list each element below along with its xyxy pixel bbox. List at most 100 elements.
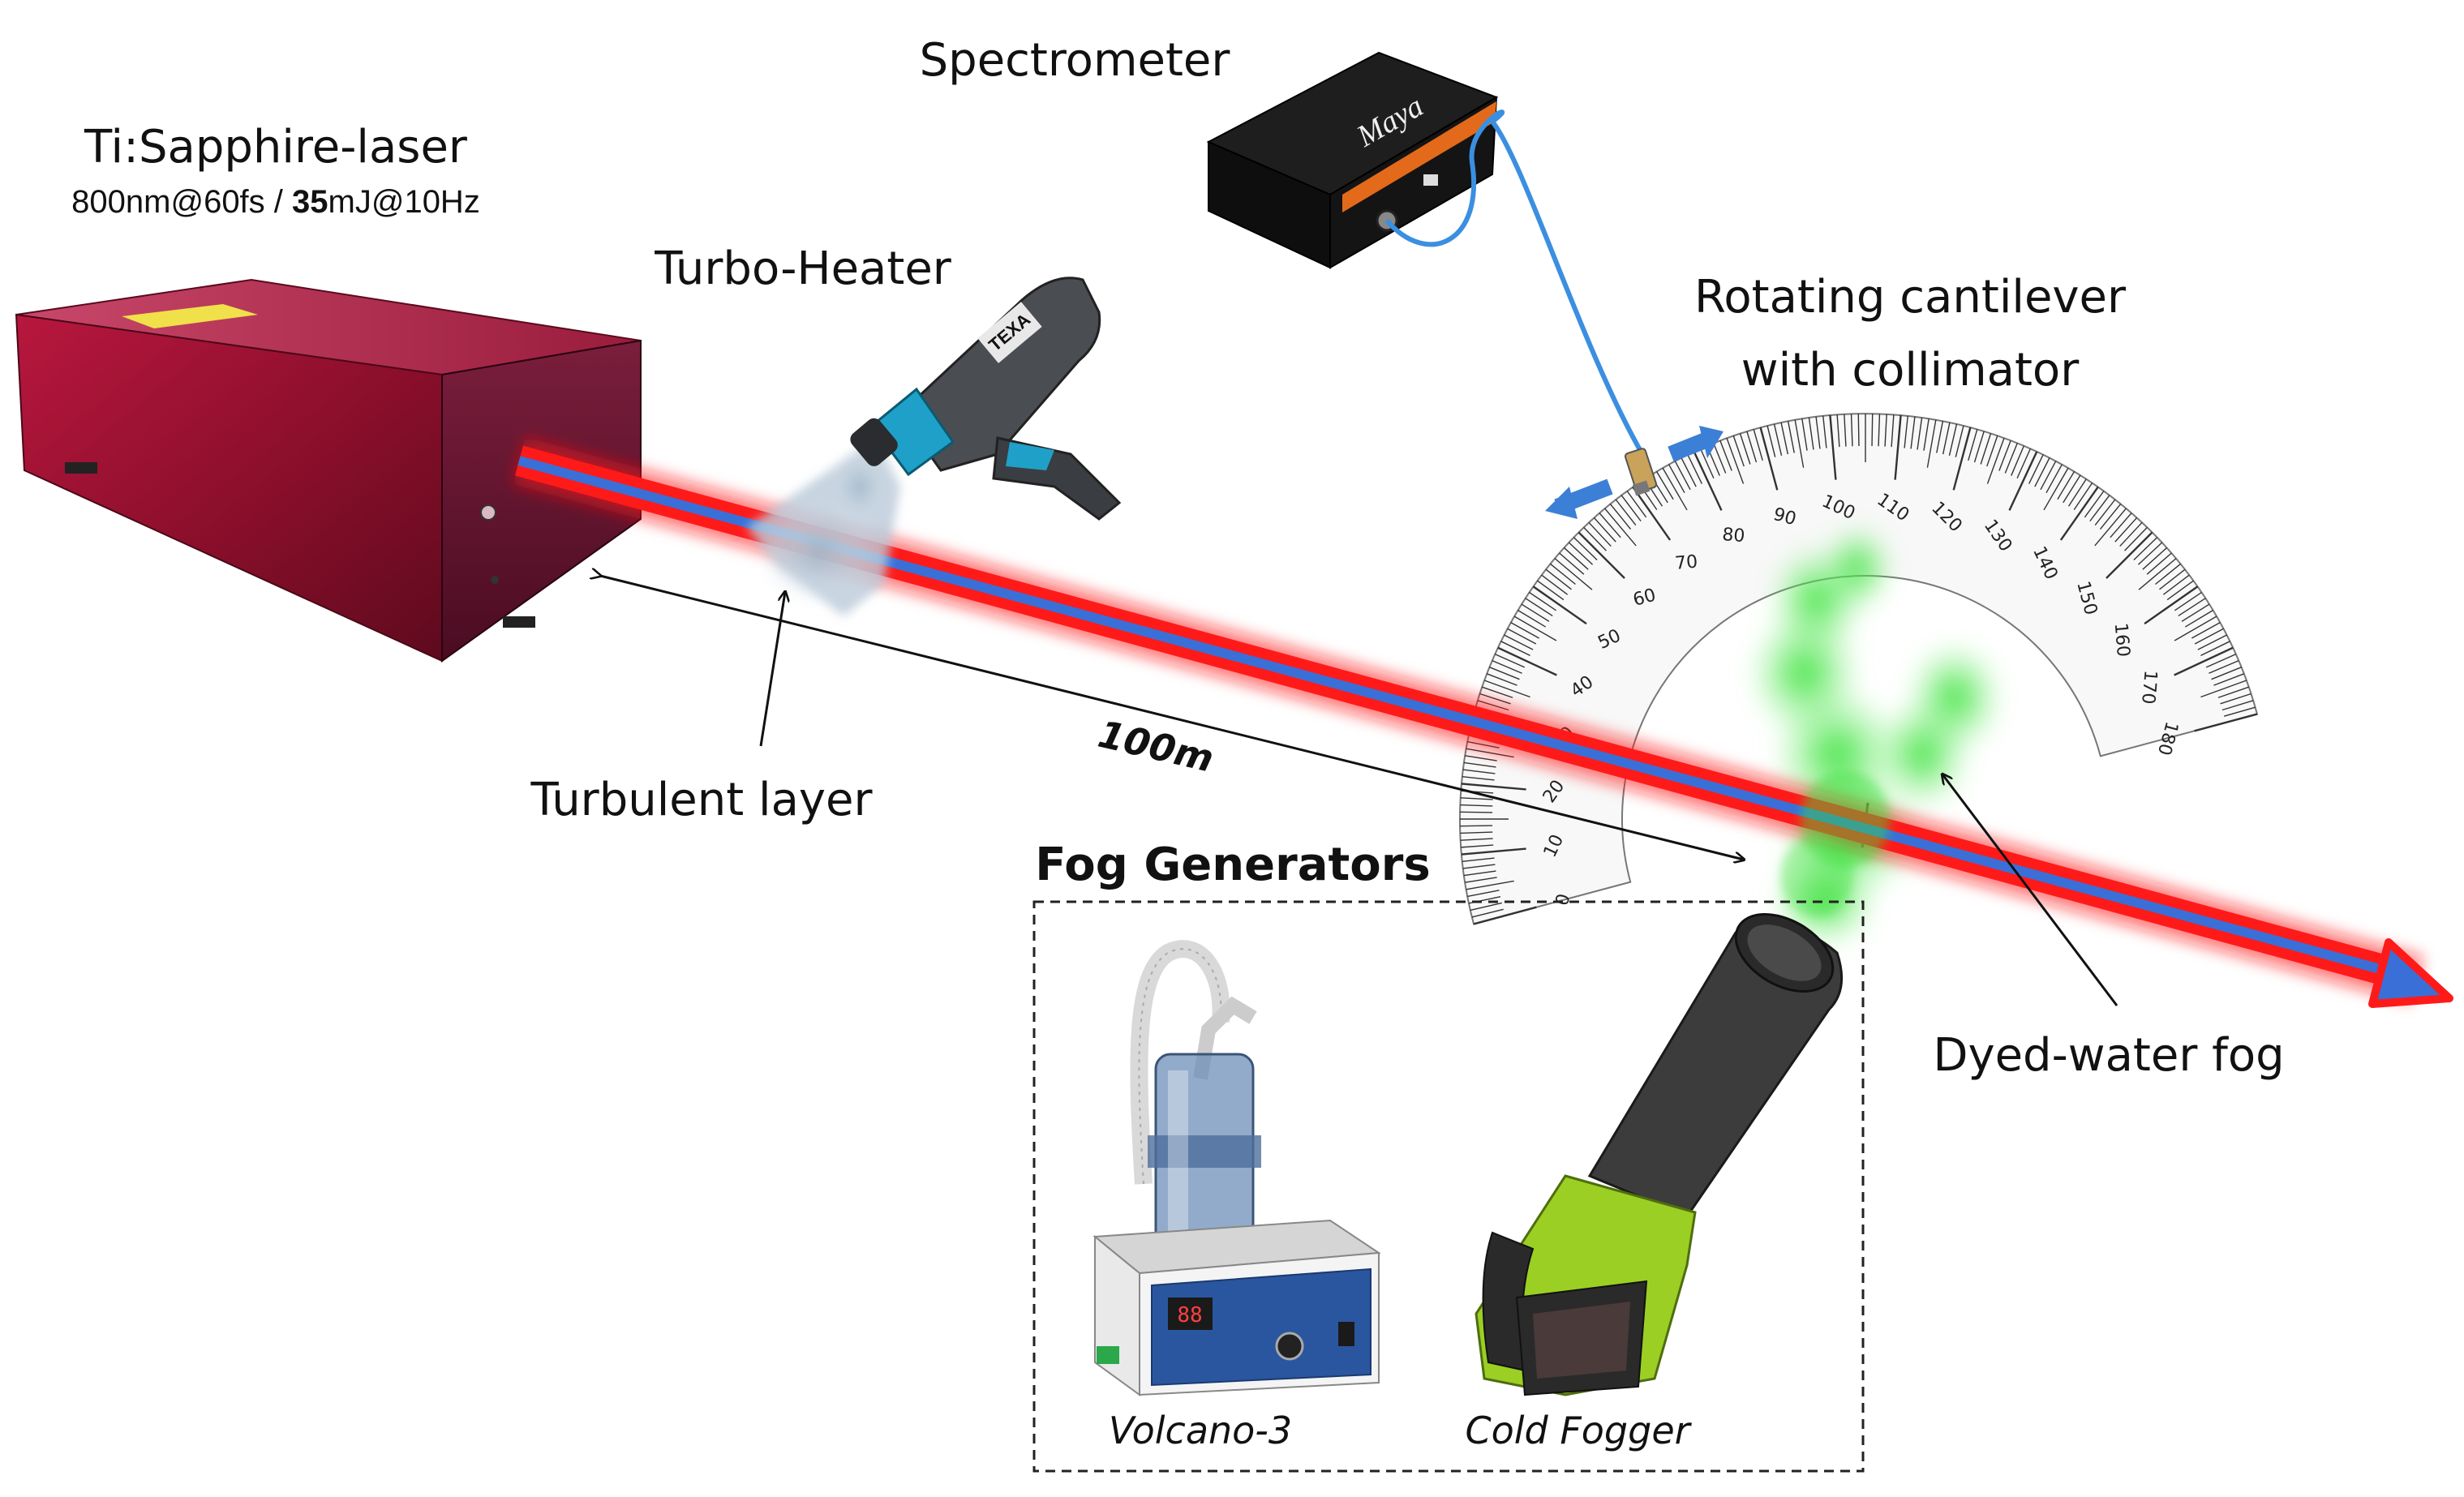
protractor-tick [2110,513,2132,538]
protractor-tick [1746,431,1758,463]
dyed-fog-pointer [1942,774,2118,1006]
laser-beam-arrowhead [2368,938,2453,1008]
protractor-tick [1655,471,1674,500]
protractor-tick [1986,437,2005,484]
protractor-tick [1719,440,1732,471]
protractor-tick [2142,547,2168,570]
protractor-tick [2200,641,2230,656]
protractor-tick [2137,542,2163,565]
protractor-tick [2184,609,2213,628]
protractor-tick [1878,414,1881,447]
protractor-tick [1662,467,1688,511]
protractor-tick [2211,667,2242,680]
protractor-tick [2119,521,2143,547]
green-fog-front [1780,770,1890,916]
protractor-tick [1815,416,1821,449]
distance-label: 100m [1094,712,1217,781]
protractor-tick [2174,646,2234,676]
protractor-tick [2138,558,2177,590]
protractor-tick [2004,443,2018,474]
protractor-tick [1808,417,1814,450]
protractor-tick [1668,464,1685,494]
protractor-tick [1593,517,1616,543]
protractor-tick-label: 80 [1721,525,1745,547]
laser-source-box [15,278,642,663]
protractor-tick [2089,495,2110,522]
protractor-tick [2213,673,2245,686]
cold-fogger-label: Cold Fogger [1465,1409,1692,1452]
laser-title: Ti:Sapphire-laser [84,121,468,174]
protractor-tick [1471,908,1504,918]
protractor-tick [1463,870,1496,877]
protractor-tick [1794,419,1805,468]
laser-warning-sticker [122,304,258,328]
protractor-tick [1910,416,1916,449]
cantilever-label-line2: with collimator [1741,344,2080,397]
protractor-tick [1462,864,1496,869]
protractor-tick [1891,414,1895,448]
protractor-tick [1780,422,1789,455]
spectrometer-device: Maya [1206,51,1499,269]
protractor-tick [2114,517,2138,543]
protractor-tick [2223,706,2256,717]
protractor-tick [2205,653,2237,668]
protractor-tick-label: 0 [1552,892,1575,908]
protractor-tick [1936,421,1944,453]
protractor-tick [2194,628,2224,645]
protractor-tick [1573,537,1598,560]
laser-spec: 800nm@60fs / 35mJ@10Hz [71,184,480,220]
protractor-tick [1871,414,1874,447]
protractor-tick [2209,659,2239,674]
protractor-tick-label: 160 [2110,622,2134,658]
protractor-tick [1466,880,1514,890]
protractor-tick [1687,454,1702,484]
protractor-tick [1844,414,1847,447]
protractor-tick [1942,422,1951,455]
protractor-tick [2057,471,2076,500]
protractor-tick [2166,580,2194,601]
protractor-tick [1470,902,1502,911]
protractor-tick [1604,508,1637,547]
protractor-tick [2174,591,2202,611]
protractor-tick [2034,457,2050,487]
turbulent-layer-pointer [759,592,785,747]
protractor-tick [2181,603,2210,622]
protractor-tick [2133,537,2158,560]
cantilever-label-line1: Rotating cantilever [1694,271,2127,324]
volcano-3-label: Volcano-3 [1109,1409,1292,1452]
protractor-tick [1693,451,1723,511]
protractor-tick [2174,616,2217,641]
protractor-tick [1599,513,1621,538]
protractor-tick [1739,433,1751,465]
protractor-tick [1955,425,1964,457]
protractor-tick [1726,437,1745,484]
protractor-tick [2099,503,2122,530]
rotation-arrows [1545,426,1724,519]
protractor-tick-label: 70 [1674,551,1698,573]
protractor-tick [2197,634,2227,650]
protractor-tick [2106,531,2153,579]
protractor-tick [1766,425,1776,457]
protractor-tick [1952,427,1972,491]
protractor-tick [2144,586,2199,625]
protractor-tick [1713,443,1727,474]
protractor-tick [2178,598,2206,617]
protractor-tick [2162,574,2190,595]
protractor-tick [2011,445,2025,476]
protractor-tick [1588,521,1612,547]
protractor-tick [1923,418,1930,451]
protractor-tick [2059,486,2099,541]
turbulent-layer-label: Turbulent layer [530,774,873,826]
protractor-tick [1857,414,1860,447]
protractor-tick [1626,491,1647,518]
protractor-tick [1632,486,1672,541]
protractor-tick [1787,421,1795,453]
protractor-tick [1681,457,1697,487]
spectrometer-label: Spectrometer [920,34,1231,87]
volcano-3-device: 88 [1092,940,1381,1396]
dyed-water-fog-label: Dyed-water fog [1933,1029,2284,1082]
collimator [1624,448,1658,496]
turbo-heater-device: TEXA [850,277,1122,521]
protractor-tick [2191,621,2221,639]
protractor-tick [1917,417,1923,450]
